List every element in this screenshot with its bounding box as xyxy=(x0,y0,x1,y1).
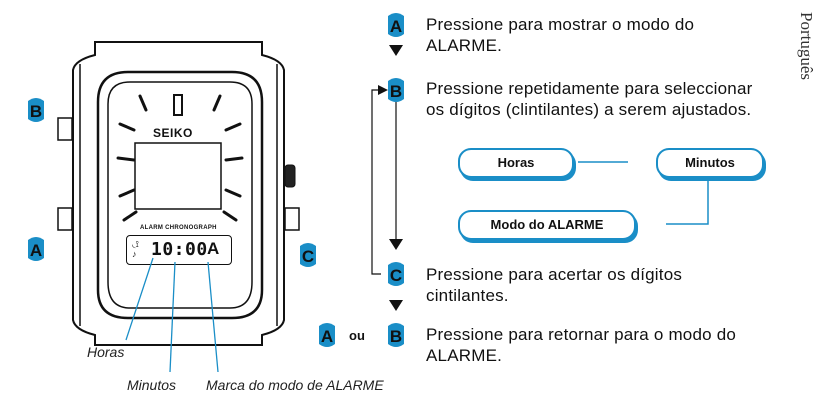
step2-text: Pressione repetidamente para seleccionar… xyxy=(426,79,753,119)
step2-badge-b: B xyxy=(384,77,408,103)
caption-alarm-mark: Marca do modo de ALARME xyxy=(206,377,384,393)
svg-text:B: B xyxy=(390,327,402,346)
svg-text:B: B xyxy=(390,82,402,101)
step3-text: Pressione para acertar os dígitos cintil… xyxy=(426,265,683,305)
svg-text:A: A xyxy=(321,327,333,346)
step3-badge-c: C xyxy=(384,261,408,287)
language-label: Português xyxy=(797,12,814,80)
dial-text: ALARM CHRONOGRAPH xyxy=(140,225,217,231)
lower-lcd: ◟⟟♪ 10:00 A xyxy=(126,235,232,265)
step4-connector: ou xyxy=(349,328,365,343)
badge-c-right: C xyxy=(296,242,320,268)
brand-logo: SEIKO xyxy=(153,126,193,140)
alarm-mark-icon: ◟⟟♪ xyxy=(132,239,139,259)
caption-minutes: Minutos xyxy=(127,377,177,393)
step1-text: Pressione para mostrar o modo do ALARME. xyxy=(426,15,695,55)
alarm-indicator-icon: A xyxy=(207,239,220,258)
step4-badge-a: A xyxy=(315,322,339,348)
step4-badge-b: B xyxy=(384,322,408,348)
svg-text:C: C xyxy=(302,247,314,266)
lcd-time: 10:00 xyxy=(151,239,208,260)
step4-text: Pressione para retornar para o modo do A… xyxy=(426,325,736,365)
cycle-minutes: Minutos xyxy=(656,148,764,178)
svg-text:B: B xyxy=(30,102,42,121)
svg-text:A: A xyxy=(30,241,42,260)
badge-a-left: A xyxy=(24,236,48,262)
cycle-hours: Horas xyxy=(458,148,574,178)
caption-leaders xyxy=(125,257,219,373)
caption-hours: Horas xyxy=(87,344,125,360)
svg-text:C: C xyxy=(390,266,402,285)
badge-b-left: B xyxy=(24,97,48,123)
svg-text:A: A xyxy=(390,17,402,36)
cycle-alarm-mode: Modo do ALARME xyxy=(458,210,636,240)
step1-badge-a: A xyxy=(384,12,408,38)
